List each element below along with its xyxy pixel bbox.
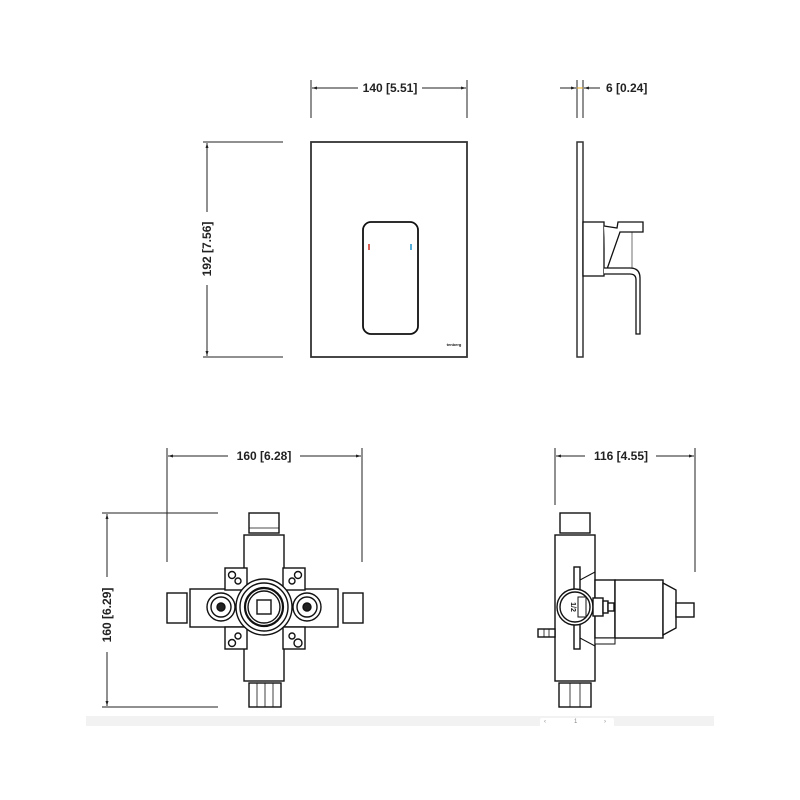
trim-handle [362, 221, 419, 335]
trim-height-label: 192 [7.56] [200, 222, 214, 277]
port-size-label: 1/2 [569, 602, 576, 612]
trim-side-view: 6 [0.24] [560, 80, 647, 358]
valve-width-dimension [166, 448, 363, 562]
valve-body [166, 512, 364, 708]
viewer-toolbar [86, 716, 714, 726]
trim-handle-profile [582, 221, 644, 335]
valve-height-dimension [102, 512, 218, 708]
trim-front-view: 140 [5.51] 192 [7.56] tenberg [200, 80, 468, 358]
valve-front-view: 160 [6.28] 160 [6.29] [100, 448, 364, 708]
next-page-button[interactable]: › [604, 719, 606, 725]
valve-depth-dimension [554, 448, 696, 572]
page-navigation[interactable]: ‹ 1 › [540, 718, 614, 732]
trim-plate-edge [576, 141, 584, 358]
previous-page-button[interactable]: ‹ [544, 719, 546, 725]
trim-depth-label: 6 [0.24] [606, 81, 647, 95]
valve-side-body [537, 512, 695, 708]
brand-label: tenberg [447, 342, 462, 347]
valve-height-label: 160 [6.29] [100, 588, 114, 643]
page-indicator: 1 [574, 719, 578, 725]
valve-width-label: 160 [6.28] [237, 449, 292, 463]
trim-width-label: 140 [5.51] [363, 81, 418, 95]
trim-height-dimension [203, 141, 283, 358]
valve-side-view: 116 [4.55] [537, 448, 696, 708]
trim-width-dimension [310, 80, 468, 118]
valve-depth-label: 116 [4.55] [594, 449, 648, 463]
trim-depth-dimension [560, 80, 600, 118]
